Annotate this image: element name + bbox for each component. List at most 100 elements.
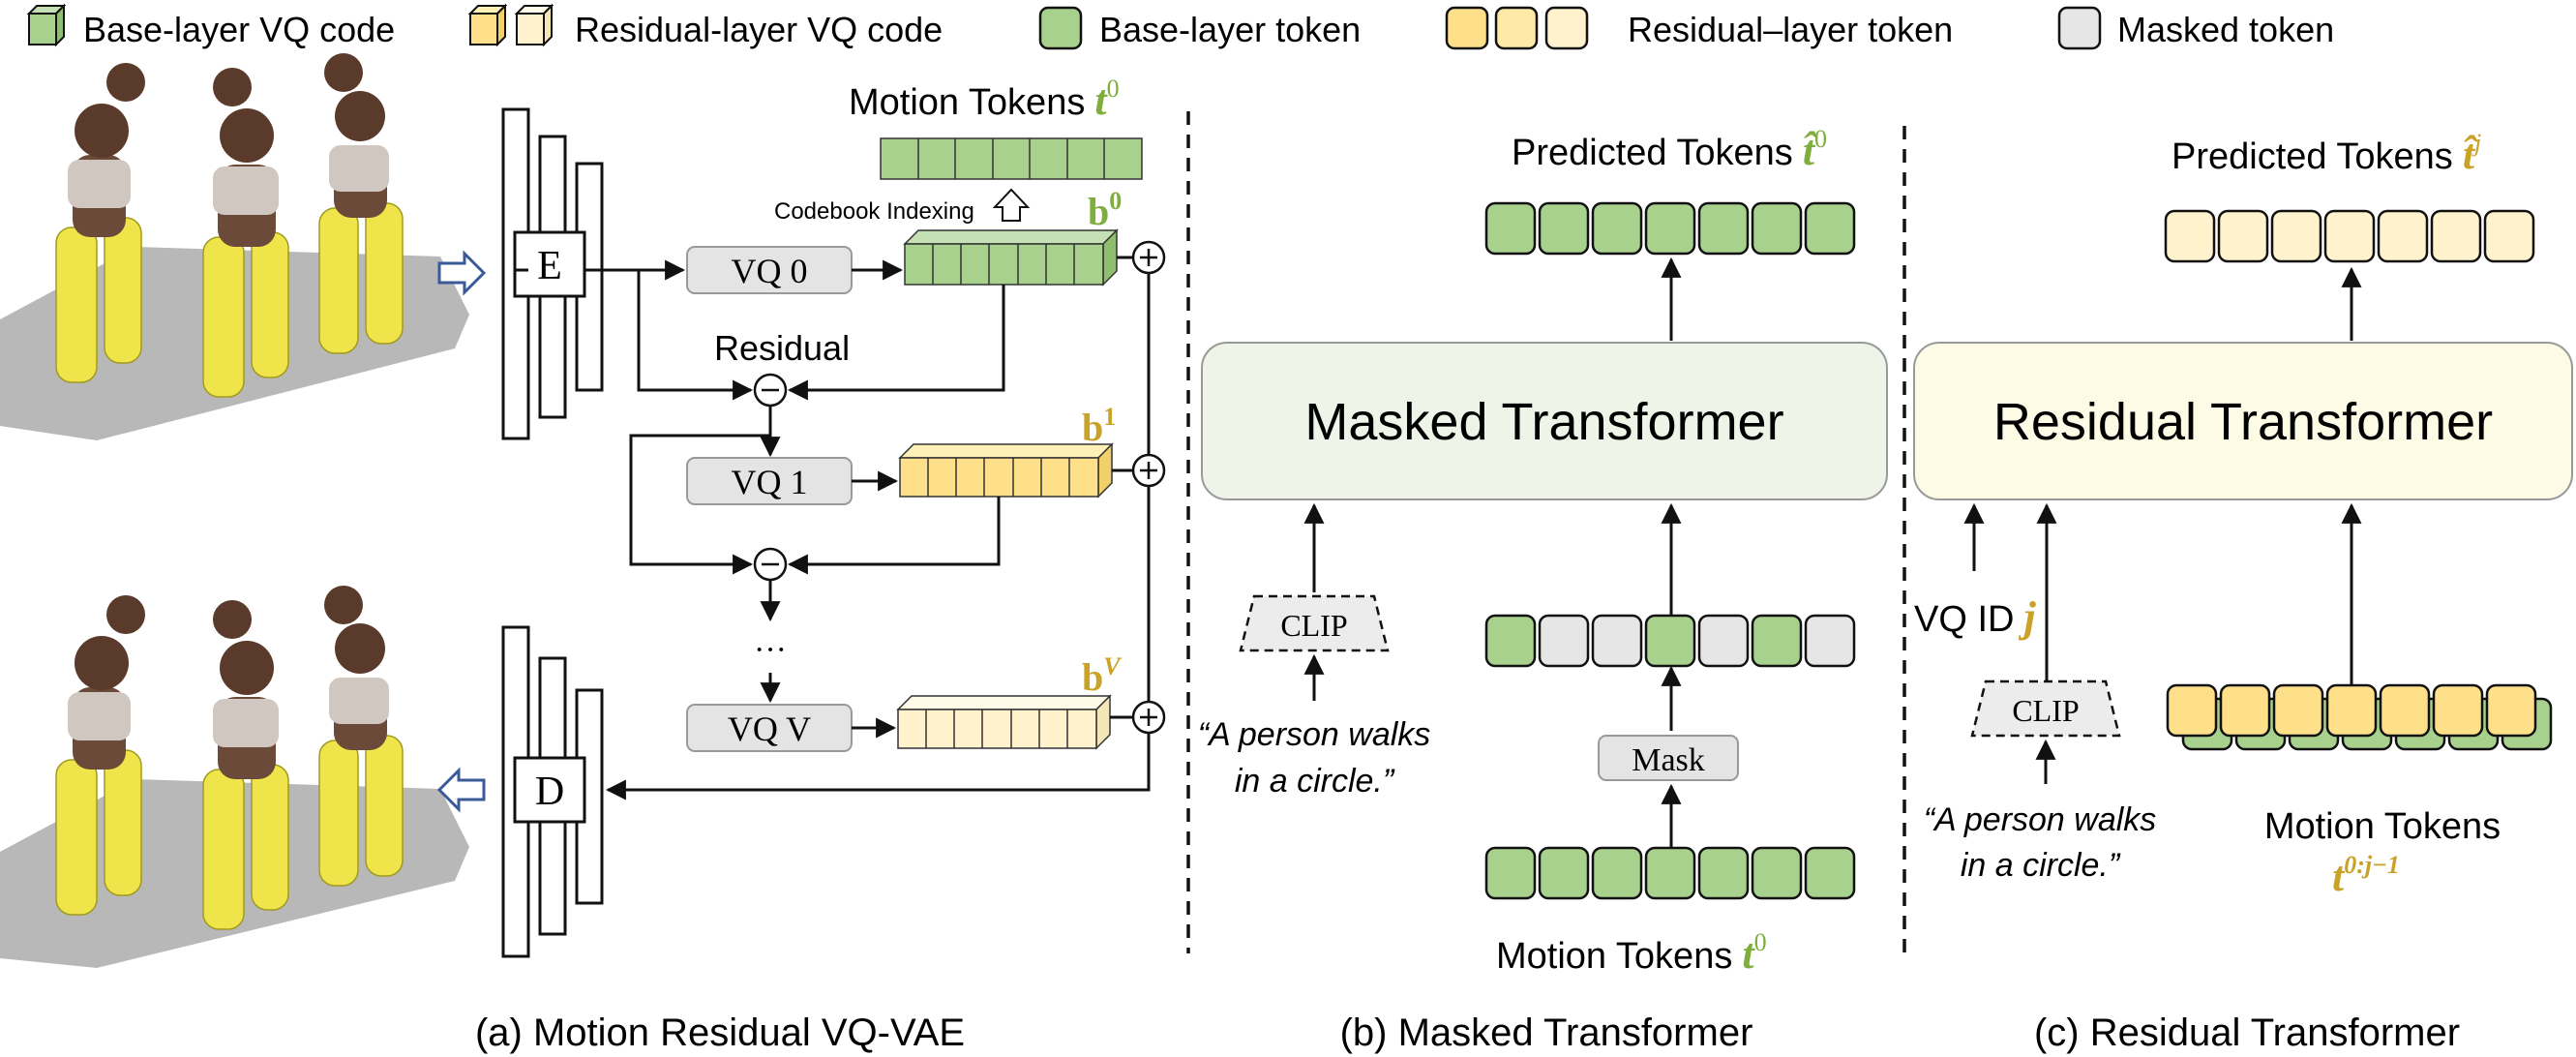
input-token-b (1538, 614, 1590, 668)
predicted-token-b (1751, 201, 1803, 256)
bv-label: bV (1082, 652, 1123, 699)
caption-c: (c) Residual Transformer (2034, 1012, 2460, 1054)
clip-b-label: CLIP (1280, 608, 1347, 643)
b0-code-strip (903, 228, 1119, 287)
predicted-token-c (2270, 209, 2322, 263)
motion-token-b (1538, 846, 1590, 900)
motion-token-c (2219, 683, 2271, 738)
motion-token-b (1644, 846, 1696, 900)
legend-residual-vq-code-label: Residual-layer VQ code (575, 10, 943, 49)
predicted-token-c (2164, 209, 2216, 263)
clip-c-box (1970, 680, 2121, 738)
vq0-label: VQ 0 (732, 252, 808, 290)
predicted-token-b (1804, 201, 1856, 256)
motion-tokens-c-label: Motion Tokens (2264, 806, 2501, 847)
legend-base-vq-code-label: Base-layer VQ code (83, 10, 395, 49)
motion-token-c (2379, 683, 2431, 738)
predicted-tokens-c-row (2164, 209, 2535, 263)
caption-a: (a) Motion Residual VQ-VAE (475, 1012, 965, 1054)
motion-tokens-c-front-row (2166, 683, 2537, 738)
codebook-indexing-label: Codebook Indexing (774, 198, 974, 225)
input-token-b (1484, 614, 1537, 668)
decoder-label: D (535, 770, 564, 814)
encoder-label: E (537, 244, 562, 288)
motion-token-c (2432, 683, 2484, 738)
motion-token-c (2485, 683, 2537, 738)
predicted-token-b (1697, 201, 1750, 256)
motion-token-c (2166, 683, 2218, 738)
input-token-b (1804, 614, 1856, 668)
text-prompt-c-line2: in a circle.” (1961, 847, 2121, 884)
b1-code-strip (898, 442, 1114, 498)
predicted-tokens-b-row (1484, 201, 1856, 256)
add-op-1-icon (1131, 453, 1166, 488)
clip-b-box (1239, 594, 1390, 652)
motion-token-b (1751, 846, 1803, 900)
motion-token-b (1591, 846, 1643, 900)
predicted-token-c (2217, 209, 2269, 263)
decoder-block: D (501, 625, 604, 958)
predicted-token-b (1644, 201, 1696, 256)
residual-transformer-box (1913, 342, 2573, 500)
input-token-b (1697, 614, 1750, 668)
masked-transformer-label: Masked Transformer (1304, 393, 1783, 451)
encoder-block: E (501, 107, 604, 440)
predicted-token-c (2377, 209, 2429, 263)
b0-label: b0 (1088, 187, 1122, 233)
input-token-b (1591, 614, 1643, 668)
legend: Base-layer VQ code Residual-layer VQ cod… (26, 3, 2334, 50)
legend-base-token-label: Base-layer token (1099, 10, 1361, 49)
b1-label: b1 (1082, 403, 1116, 449)
legend-base-vq-code-icon (26, 3, 67, 47)
input-token-b (1751, 614, 1803, 668)
motion-tokens-b-row (1484, 846, 1856, 900)
input-token-b (1644, 614, 1696, 668)
residual-transformer-label: Residual Transformer (1993, 393, 2493, 451)
predicted-token-b (1591, 201, 1643, 256)
legend-masked-token-icon (2057, 6, 2102, 50)
codebook-indexing-arrow-icon (992, 188, 1031, 222)
reconstructed-motion-figure (0, 586, 469, 968)
legend-residual-vq-code-icon (467, 3, 554, 47)
predicted-token-b (1484, 201, 1537, 256)
caption-b: (b) Masked Transformer (1340, 1012, 1753, 1054)
motion-tokens-c-symbol: t0:j−1 (2332, 851, 2400, 900)
predicted-token-c (2323, 209, 2376, 263)
vq1-label: VQ 1 (732, 463, 808, 501)
motion-token-b (1697, 846, 1750, 900)
bv-code-strip (896, 694, 1112, 750)
mask-label: Mask (1632, 742, 1705, 778)
output-arrow-icon (436, 767, 486, 813)
legend-base-token-icon (1038, 6, 1083, 50)
add-op-v-icon (1131, 700, 1166, 735)
legend-residual-token-label: Residual–layer token (1628, 10, 1953, 49)
predicted-token-c (2430, 209, 2482, 263)
predicted-token-b (1538, 201, 1590, 256)
masked-tokens-b-row (1484, 614, 1856, 668)
add-op-0-icon (1131, 240, 1166, 275)
masked-transformer-box (1201, 342, 1888, 500)
predicted-token-c (2483, 209, 2535, 263)
legend-masked-token-label: Masked token (2117, 10, 2334, 49)
text-prompt-b-line1: “A person walks (1198, 716, 1431, 753)
input-arrow-icon (437, 250, 487, 296)
motion-token-b (1484, 846, 1537, 900)
residual-label: Residual (714, 328, 850, 368)
vq-ellipsis: ··· (754, 632, 787, 668)
text-prompt-c-line1: “A person walks (1924, 801, 2157, 838)
motion-token-c (2272, 683, 2324, 738)
input-motion-figure (0, 53, 469, 440)
motion-tokens-a-strip (880, 137, 1143, 180)
legend-residual-token-icon (1445, 6, 1589, 50)
panel-motion-residual-vqvae: E D VQ 0 VQ 1 VQ V (0, 53, 1166, 1054)
text-prompt-b-line2: in a circle.” (1235, 763, 1395, 800)
motion-token-c (2325, 683, 2378, 738)
